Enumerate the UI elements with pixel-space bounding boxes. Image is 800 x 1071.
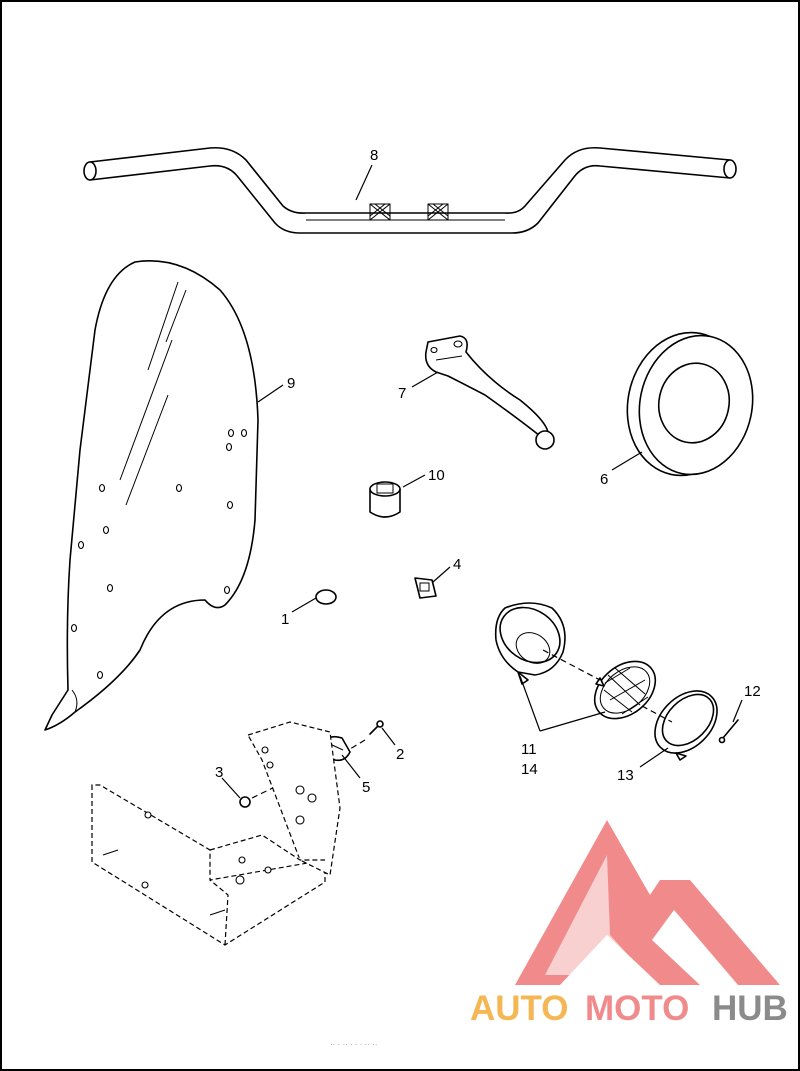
lever-part bbox=[424, 335, 555, 450]
handlebar-part bbox=[83, 146, 737, 234]
plug-part bbox=[315, 589, 337, 605]
screw-2-part bbox=[344, 720, 384, 753]
leader-lines bbox=[221, 164, 743, 799]
callout-11: 11 bbox=[521, 741, 537, 758]
faint-footer-text: ·· · ·· · · · ·· ·· bbox=[330, 1040, 378, 1049]
headlamp-housing-part bbox=[494, 602, 566, 685]
brand-part-auto: AUTO bbox=[470, 989, 569, 1028]
brand-logo: AUTO MOTO HUB bbox=[470, 820, 788, 1028]
callout-10: 10 bbox=[428, 467, 445, 484]
disc-part bbox=[626, 331, 754, 477]
callout-7: 7 bbox=[398, 385, 406, 402]
clip-part bbox=[414, 577, 437, 599]
windshield-part bbox=[44, 260, 259, 731]
callout-9: 9 bbox=[287, 375, 295, 392]
callout-8: 8 bbox=[370, 147, 378, 164]
callout-1: 1 bbox=[281, 611, 289, 628]
callout-13: 13 bbox=[617, 767, 634, 784]
brand-part-hub: HUB bbox=[712, 989, 788, 1028]
brand-part-moto: MOTO bbox=[585, 989, 689, 1028]
trim-ring-part bbox=[654, 690, 718, 761]
lamp-unit-part bbox=[593, 660, 657, 720]
mounting-bracket bbox=[91, 721, 341, 946]
callout-14: 14 bbox=[521, 761, 538, 778]
callout-4: 4 bbox=[453, 556, 461, 573]
screw-12-part bbox=[718, 719, 739, 744]
bushing-part bbox=[369, 481, 401, 518]
lamp-assembly-line bbox=[542, 649, 673, 723]
callout-12: 12 bbox=[744, 683, 761, 700]
callout-3: 3 bbox=[215, 764, 223, 781]
callout-2: 2 bbox=[396, 746, 404, 763]
callout-6: 6 bbox=[600, 471, 608, 488]
callout-5: 5 bbox=[362, 779, 370, 796]
